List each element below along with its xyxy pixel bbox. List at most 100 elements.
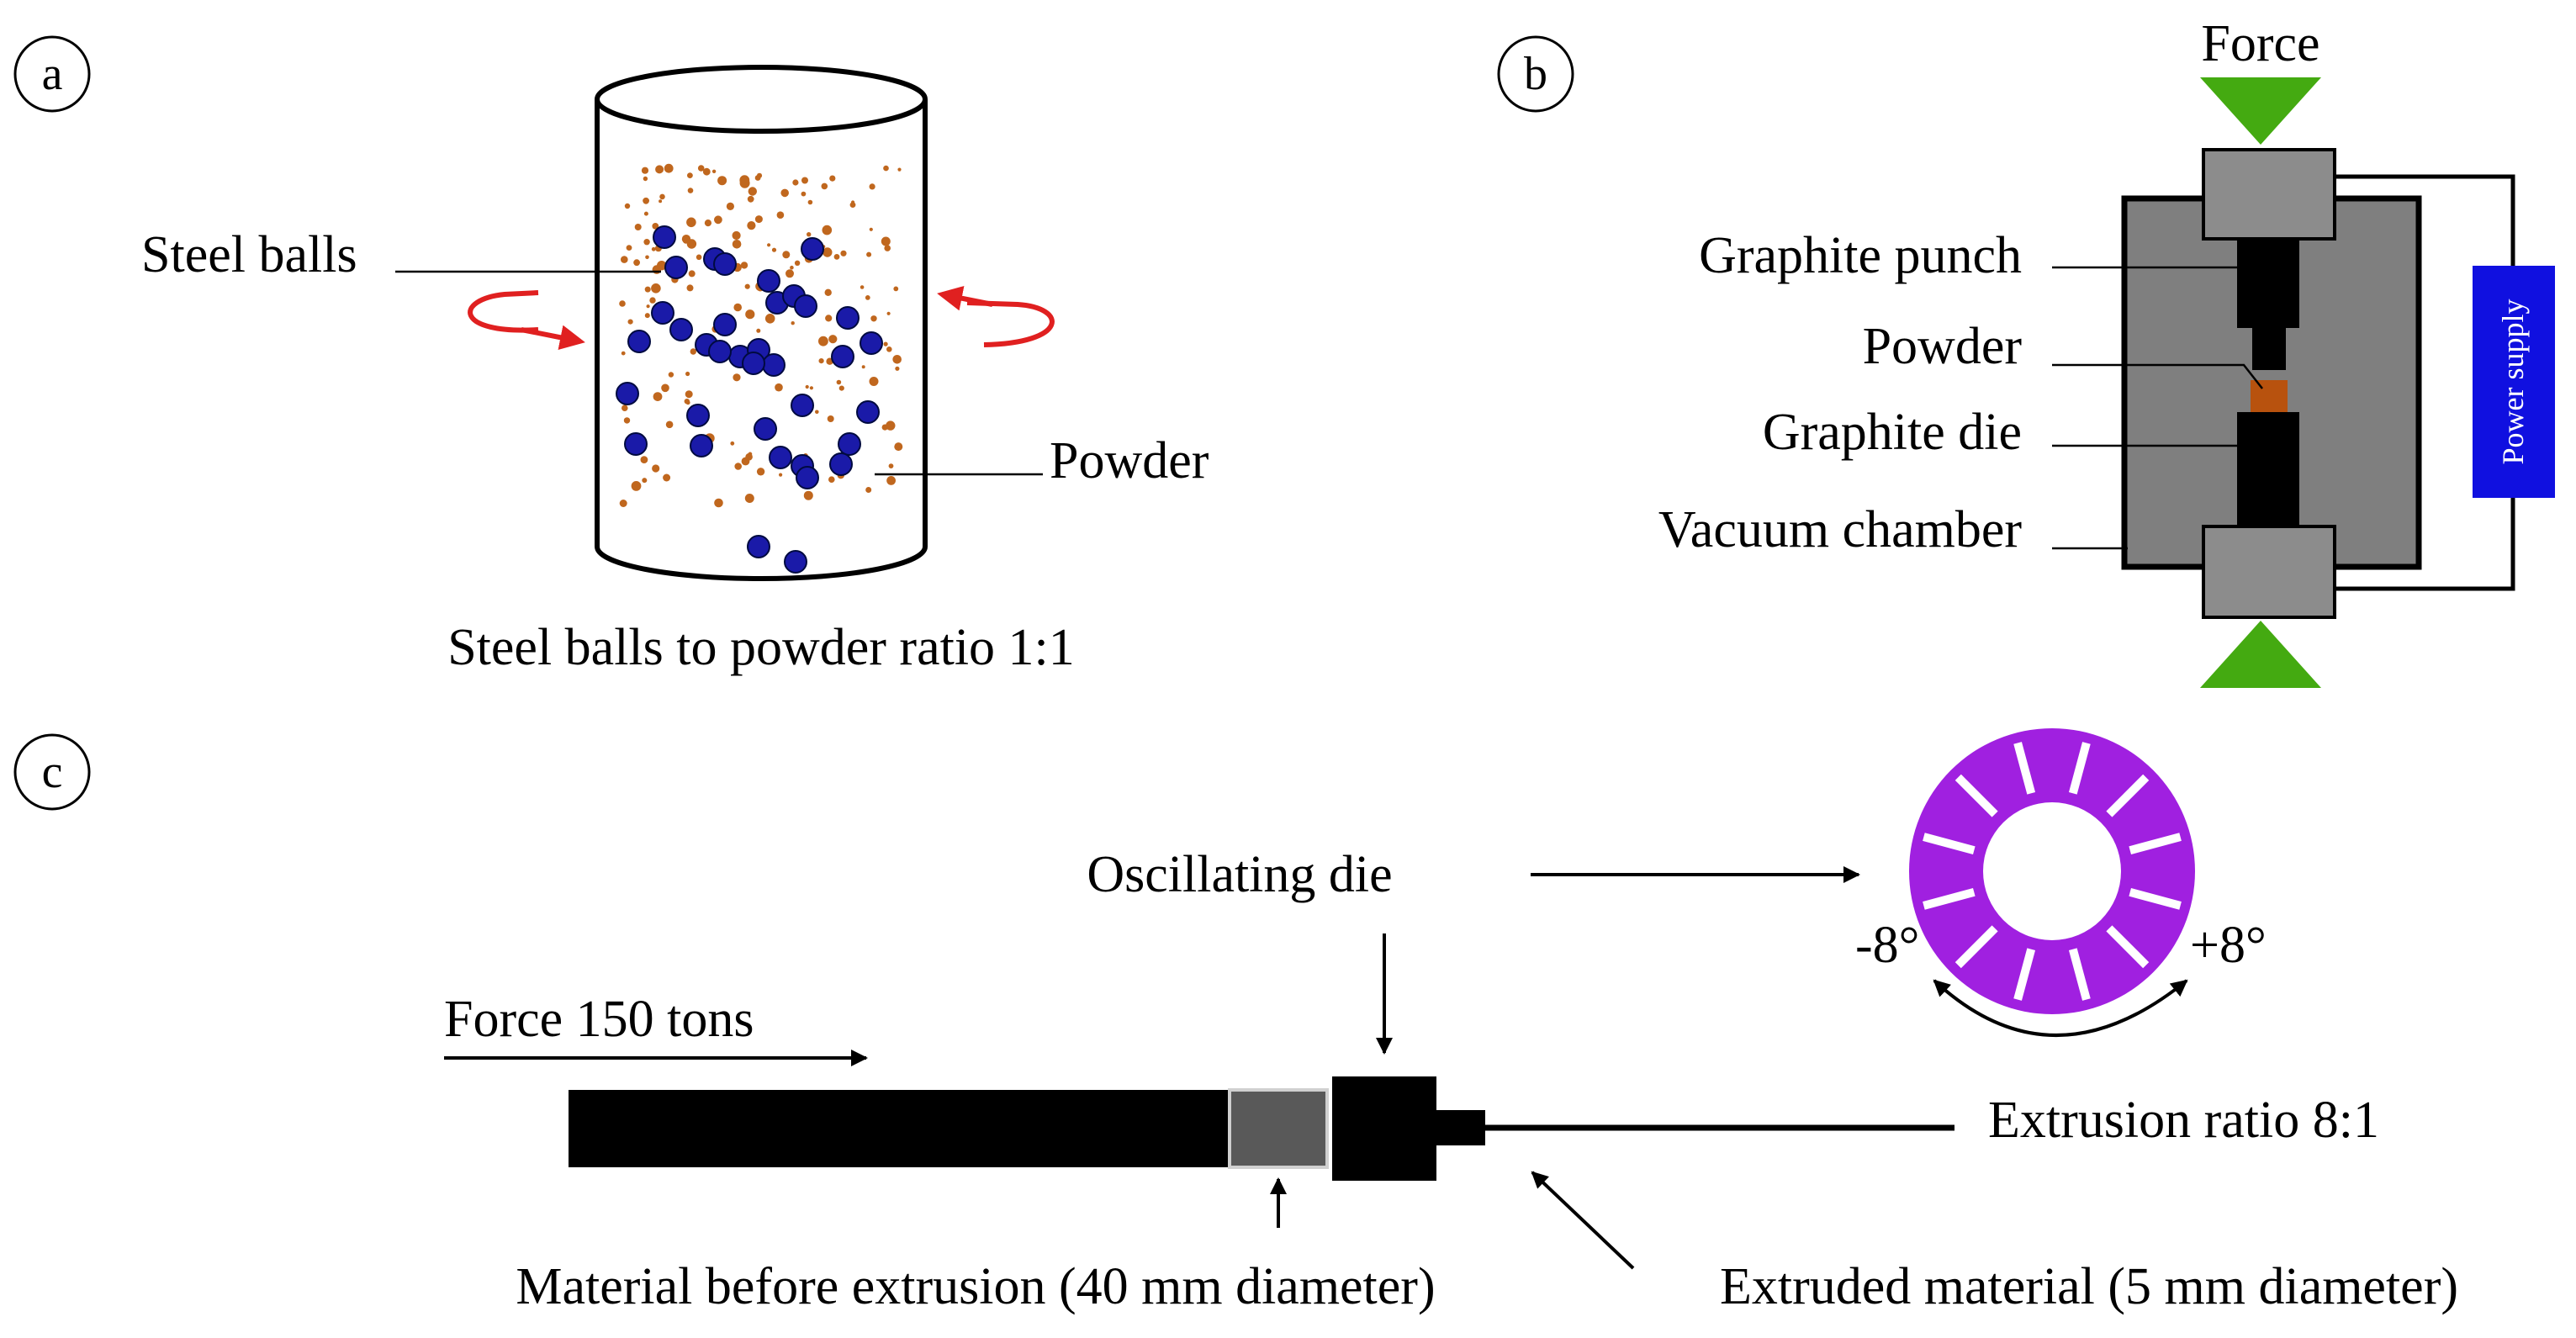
powder-particle [883,341,888,346]
steel-ball [796,466,819,489]
powder-particle [696,254,702,261]
die-slot [1923,887,1976,910]
graphite-punch-label: Graphite punch [1699,227,2022,284]
panel-c-letter: c [42,746,63,798]
force-label-b: Force [2201,15,2319,72]
powder-particle [869,227,873,231]
powder-particle [643,197,649,204]
oscillating-die-block [1332,1076,1436,1181]
powder-particle [892,355,902,364]
powder-particle [779,473,783,477]
die-slot [2129,833,2182,855]
die-slot [1923,833,1976,855]
steel-balls-group [616,225,883,574]
powder-particle [745,309,755,320]
powder-particle [897,167,902,172]
steel-ball [624,432,648,456]
powder-particle [659,199,663,204]
die-slot [2068,742,2091,795]
force-triangle-top [2200,77,2321,145]
steel-ball [791,394,814,417]
powder-particle [883,165,889,172]
steel-ball [627,330,651,353]
panel-c-letter-circle [13,733,91,811]
powder-particle [836,379,842,385]
powder-particle [803,490,813,500]
powder-particle [624,203,631,209]
powder-particle [634,224,642,230]
oscillating-die-disc [1909,728,2195,1014]
powder-particle [733,373,741,382]
powder-particle [687,172,693,179]
powder-particle [866,251,872,257]
angle-minus-label: -8° [1855,917,1919,974]
powder-particle [776,211,785,219]
extruded-label: Extruded material (5 mm diameter) [1720,1258,2458,1315]
powder-particle [828,335,838,344]
powder-particle [621,351,626,356]
powder-particle [815,410,819,415]
powder-particle [747,195,754,203]
powder-particle [688,270,696,278]
steel-ball [838,432,861,456]
powder-particle [893,286,899,292]
material-before-extrusion [1228,1088,1329,1169]
powder-particle [775,383,783,392]
steel-ball [713,313,737,336]
steel-balls-label: Steel balls [141,226,357,283]
steel-ball [829,452,853,476]
steel-ball [856,400,880,424]
powder-particle [686,239,697,249]
steel-ball [742,352,765,375]
powder-particle [740,262,748,269]
powder-particle [686,217,696,228]
steel-ball [801,237,824,261]
powder-particle [733,303,742,312]
powder-particle [714,498,723,508]
powder-particle [754,215,763,224]
die-slot [2106,925,2150,969]
power-supply-label: Power supply [2496,299,2530,465]
powder-particle [661,383,669,393]
powder-particle [809,386,814,390]
powder-particle [642,478,648,484]
powder-particle [622,405,628,412]
steel-ball [794,294,817,318]
powder-particle [894,442,903,452]
extrusion-ratio-label: Extrusion ratio 8:1 [1988,1092,2379,1149]
powder-particle [824,288,832,296]
powder-particle [886,420,896,431]
steel-ball [769,446,792,469]
powder-particle [631,481,642,491]
powder-particle [651,246,656,251]
powder-particle [744,283,750,289]
powder-particle [785,269,794,278]
panel-a-letter-circle [13,35,91,113]
extruded-arrow [1531,1171,1635,1270]
powder-particle [704,219,712,227]
powder-particle [754,175,761,181]
powder-particle [838,385,844,391]
powder-particle [747,221,756,230]
powder-particle [643,211,648,216]
powder-particle [734,463,742,470]
steel-ball [669,318,693,341]
steel-ball [757,269,780,293]
die-slot [2106,774,2150,817]
powder-particle [663,473,671,482]
powder-label-a: Powder [1050,432,1209,489]
powder-particle [865,295,870,300]
angle-plus-label: +8° [2190,917,2267,974]
steel-ball [651,301,674,325]
powder-particle [801,177,808,184]
power-wire-bottom [2335,498,2515,591]
powder-particle [756,328,761,333]
powder-particle [828,476,835,483]
powder-particle [621,256,628,263]
powder-particle [886,476,896,485]
powder-particle [767,243,771,247]
powder-particle [684,399,690,405]
powder-particle [619,300,626,307]
panel-c: c Force 150 tons Oscillating die -8° +8°… [13,728,2458,1315]
